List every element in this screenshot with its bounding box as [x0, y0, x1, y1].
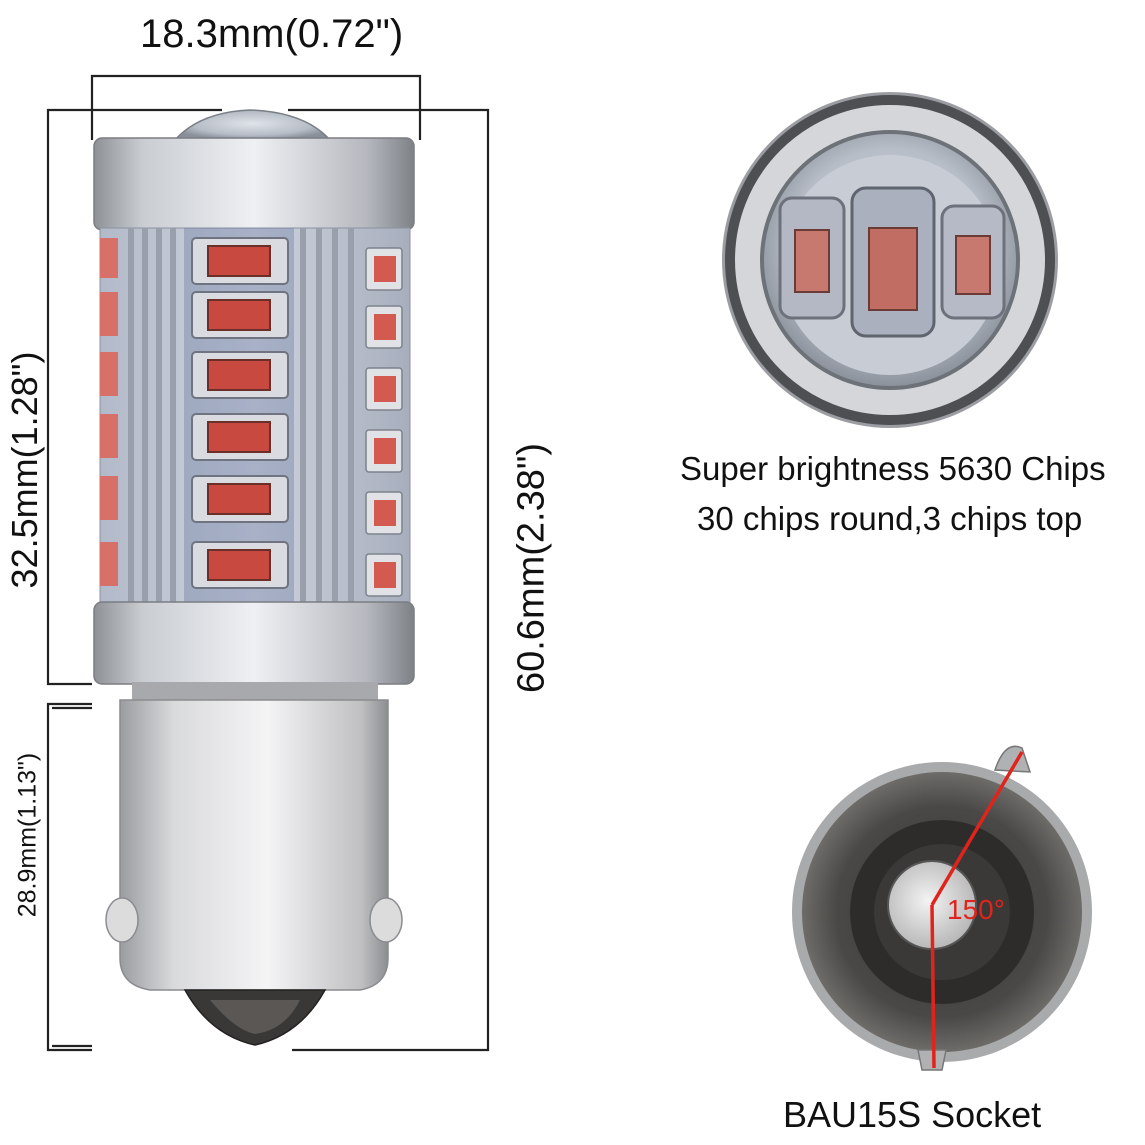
feature-line-2: 30 chips round,3 chips top	[697, 500, 1083, 537]
angle-label: 150°	[947, 894, 1005, 925]
side-led-strip-left	[100, 238, 118, 586]
neck	[132, 682, 378, 702]
top-cap	[93, 137, 415, 231]
angle-line-bottom	[930, 904, 936, 1069]
total-height-dimension-label: 60.6mm(2.38")	[510, 442, 553, 694]
socket-tab-bottom	[917, 1049, 947, 1071]
angle-line-top	[930, 751, 1024, 906]
upper-height-dimension-label: 32.5mm(1.28")	[4, 351, 45, 589]
feature-line-1: Super brightness 5630 Chips	[680, 450, 1106, 487]
base-shell	[119, 699, 389, 991]
lens-dome	[173, 109, 332, 141]
bayonet-pin-left	[105, 897, 139, 943]
base-height-dimension-label: 28.9mm(1.13")	[13, 752, 42, 918]
heat-sink-fins	[128, 228, 354, 610]
side-led-strip-right	[365, 247, 403, 597]
socket-bottom-view	[792, 745, 1092, 1071]
bottom-collar	[93, 601, 415, 685]
bayonet-pin-right	[369, 897, 403, 943]
width-dimension-label: 18.3mm(0.72")	[140, 12, 404, 56]
bulb-top-view	[722, 92, 1058, 428]
socket-label: BAU15S Socket	[783, 1094, 1042, 1135]
dimension-lines	[46, 74, 490, 1052]
bulb-side-view	[93, 109, 415, 1046]
front-led-strip	[184, 228, 294, 610]
